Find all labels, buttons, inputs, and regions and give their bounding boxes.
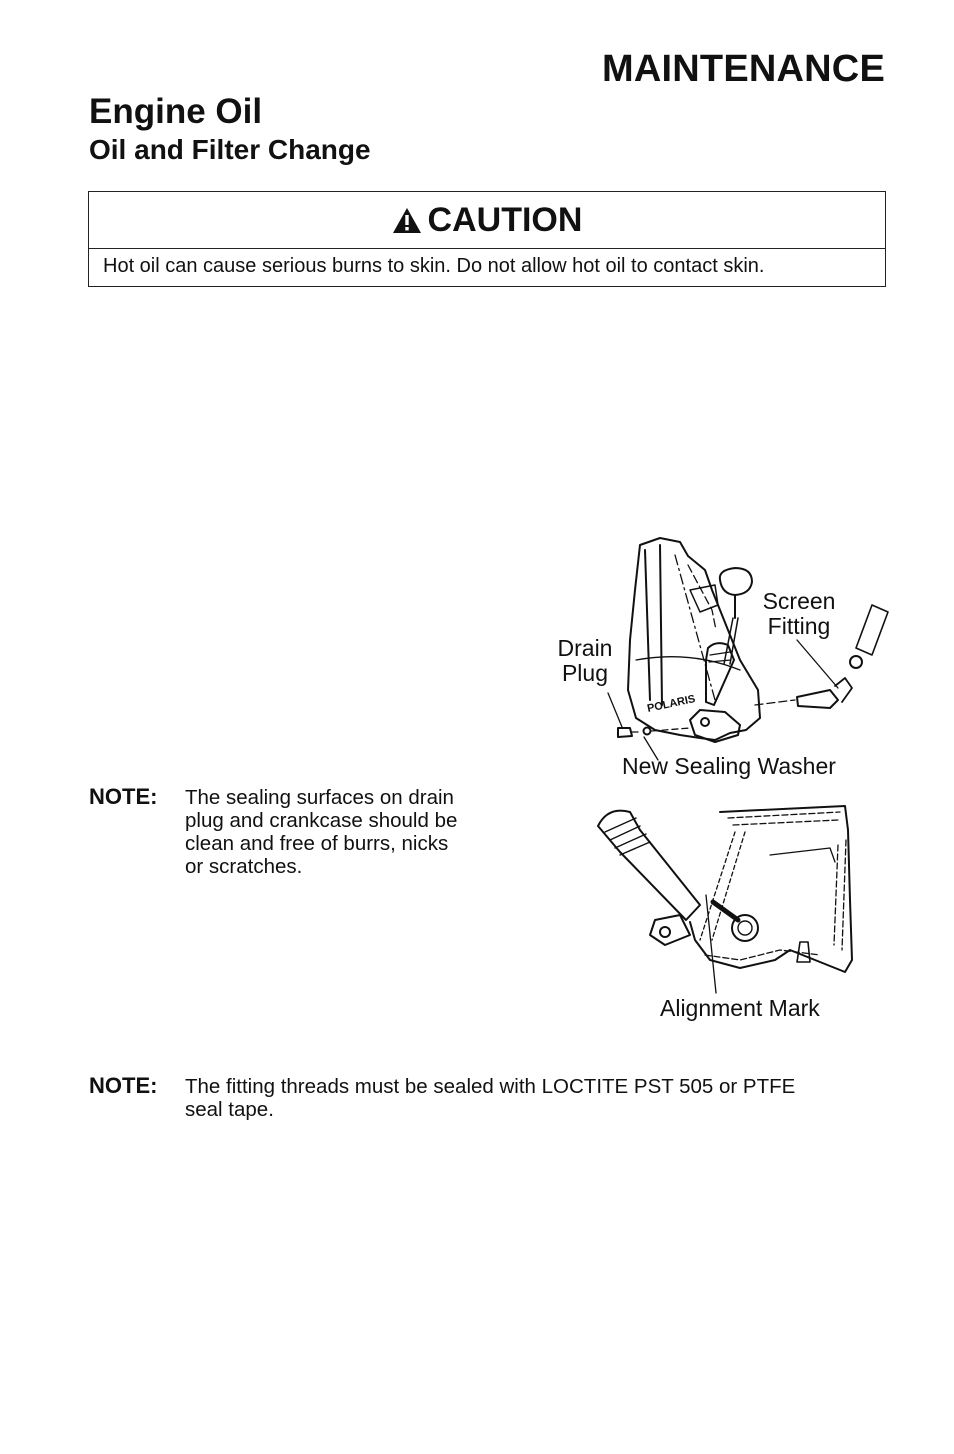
section-title: MAINTENANCE <box>602 48 885 90</box>
note-1-line: or scratches. <box>185 855 303 878</box>
tank-outline <box>689 805 853 973</box>
caution-box: CAUTION Hot oil can cause serious burns … <box>88 191 886 287</box>
filler-neck-detail <box>597 809 701 921</box>
caution-header: CAUTION <box>89 192 885 249</box>
callout-screen-fitting-line2: Fitting <box>767 613 831 639</box>
note-2-label: NOTE: <box>89 1073 158 1098</box>
dipstick-cap <box>718 567 753 596</box>
drain-plug-part <box>617 727 633 738</box>
note-1: NOTE: <box>89 784 157 810</box>
page-heading: Engine Oil <box>89 92 263 131</box>
note-2-line: seal tape. <box>185 1098 274 1121</box>
callout-sealing-washer: New Sealing Washer <box>622 753 836 779</box>
oil-tank-body <box>627 537 761 741</box>
warning-triangle-icon <box>392 207 421 233</box>
note-2-line: The fitting threads must be sealed with … <box>185 1075 796 1098</box>
note-1-text: The sealing surfaces on drain plug and c… <box>185 786 457 878</box>
screen-fitting-part <box>796 689 839 709</box>
drain-fitting-detail <box>731 914 759 942</box>
sealing-washer-part <box>642 726 652 736</box>
caution-text: Hot oil can cause serious burns to skin.… <box>103 255 765 277</box>
callout-drain-plug-line1: Drain <box>557 635 613 661</box>
callout-screen-fitting-line1: Screen <box>762 588 836 614</box>
filler-neck <box>705 642 735 706</box>
note-1-line: clean and free of burrs, nicks <box>185 832 449 855</box>
note-1-line: The sealing surfaces on drain <box>185 786 454 809</box>
callout-alignment-mark: Alignment Mark <box>660 995 820 1021</box>
callout-drain-plug: Drain Plug <box>548 636 622 686</box>
note-1-line: plug and crankcase should be <box>185 809 458 832</box>
callout-screen-fitting: Screen Fitting <box>747 589 851 639</box>
caution-title: CAUTION <box>427 200 583 239</box>
callout-drain-plug-line2: Plug <box>561 660 609 686</box>
page-subheading: Oil and Filter Change <box>89 134 371 165</box>
note-2: NOTE: <box>89 1073 157 1099</box>
hose <box>855 604 889 656</box>
note-1-label: NOTE: <box>89 784 158 809</box>
note-2-text: The fitting threads must be sealed with … <box>185 1075 795 1121</box>
